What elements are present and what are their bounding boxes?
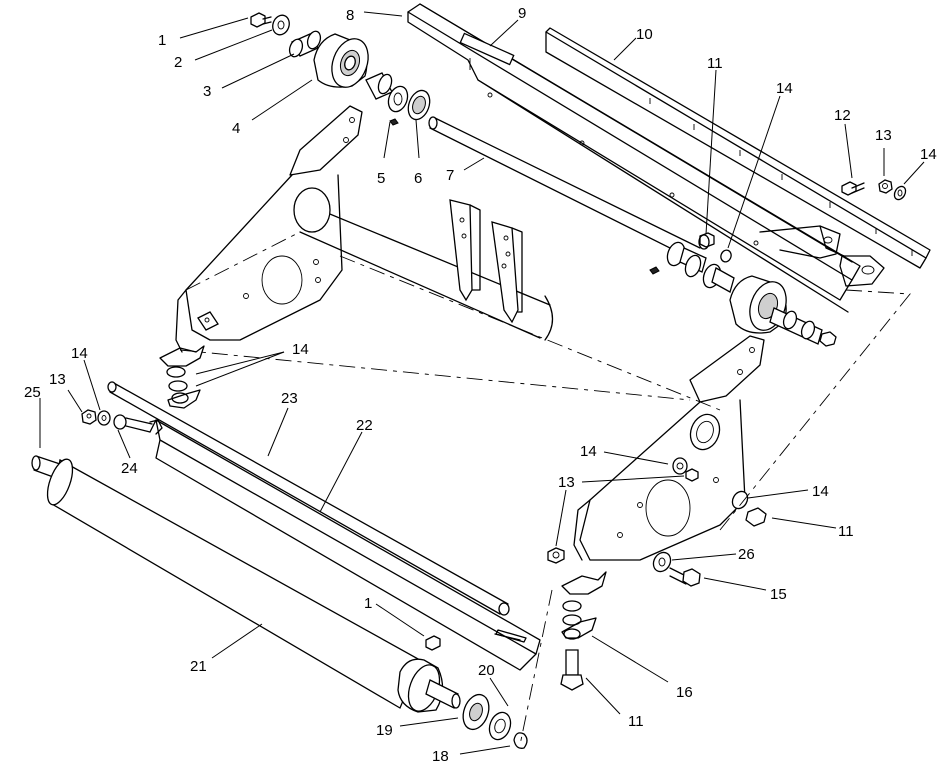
part-nut-13-top [878,179,893,194]
callout-18: 18 [432,748,449,765]
callout-19: 19 [376,722,393,739]
callout-21: 21 [190,658,207,675]
part-shaft-end-assembly [649,232,735,293]
callout-24: 24 [121,460,138,477]
part-side-plate-left [175,105,363,353]
part-strip-10 [545,27,931,269]
part-shaft-7 [428,116,701,259]
part-washer-20 [488,711,512,741]
callout-6: 6 [414,170,422,187]
part-bracket-mount [759,225,885,287]
callout-8: 8 [346,7,354,24]
callout-11-bottom: 11 [628,713,644,730]
callout-9: 9 [518,5,526,22]
part-rod-23 [107,381,510,616]
part-bolt-24 [113,414,163,435]
part-bolt-1-top [250,12,272,28]
callout-1-bottom: 1 [364,595,372,612]
part-bushing-3 [288,30,322,58]
callout-23: 23 [281,390,298,407]
callout-13-right: 13 [558,474,575,491]
part-bolt-12 [841,181,865,196]
part-washer-14-right [672,457,767,527]
part-bearing-19 [462,693,490,731]
part-setscrew-5 [389,118,399,126]
callout-25: 25 [24,384,41,401]
part-clamp-stack-left [159,345,205,409]
callout-3: 3 [203,83,211,100]
callout-15: 15 [770,586,787,603]
part-angle-bar-8 [407,3,861,313]
callout-11-top: 11 [707,55,723,72]
callout-14-top: 14 [776,80,793,97]
callout-12: 12 [834,107,851,124]
part-nut-13-left [81,409,97,425]
leader-lines [39,11,925,755]
callout-14-top-right: 14 [920,146,937,163]
callout-16: 16 [676,684,693,701]
frame-outline-dashed [179,231,911,746]
part-roller-right [729,275,837,347]
part-clip-18 [513,732,528,749]
part-side-plate-right [573,335,765,561]
callout-labels: 1 2 3 4 5 6 7 8 9 10 11 14 12 13 14 14 1… [24,5,937,765]
callout-14-right-low: 14 [812,483,829,500]
part-angle-22 [149,419,541,671]
callout-26: 26 [738,546,755,563]
part-nut-13-right [547,547,565,564]
callout-13-top: 13 [875,127,892,144]
part-washer-14-top [893,185,907,201]
callout-14-left: 14 [71,345,88,362]
part-bushing-inner [365,72,393,100]
callout-14-clamp: 14 [292,341,309,358]
part-roller-21 [31,455,461,713]
part-bolt-1-bottom [425,635,441,651]
callout-22: 22 [356,417,373,434]
callout-5: 5 [377,170,385,187]
callout-1: 1 [158,32,166,49]
part-brackets-center [449,199,523,324]
callout-10: 10 [636,26,653,43]
callout-2: 2 [174,54,182,71]
callout-7: 7 [446,167,454,184]
part-main-tube [293,187,554,341]
part-washer-2 [272,14,290,36]
part-bearing-6 [387,85,431,121]
callout-20: 20 [478,662,495,679]
callout-13-left: 13 [49,371,66,388]
callout-11-right: 11 [838,523,854,540]
part-clamp-stack-right [560,571,607,691]
callout-4: 4 [232,120,240,137]
part-roller-4 [313,33,369,88]
part-washer-26-bolt-15 [652,551,701,587]
part-washer-14-left [97,410,111,426]
callout-14-right: 14 [580,443,597,460]
